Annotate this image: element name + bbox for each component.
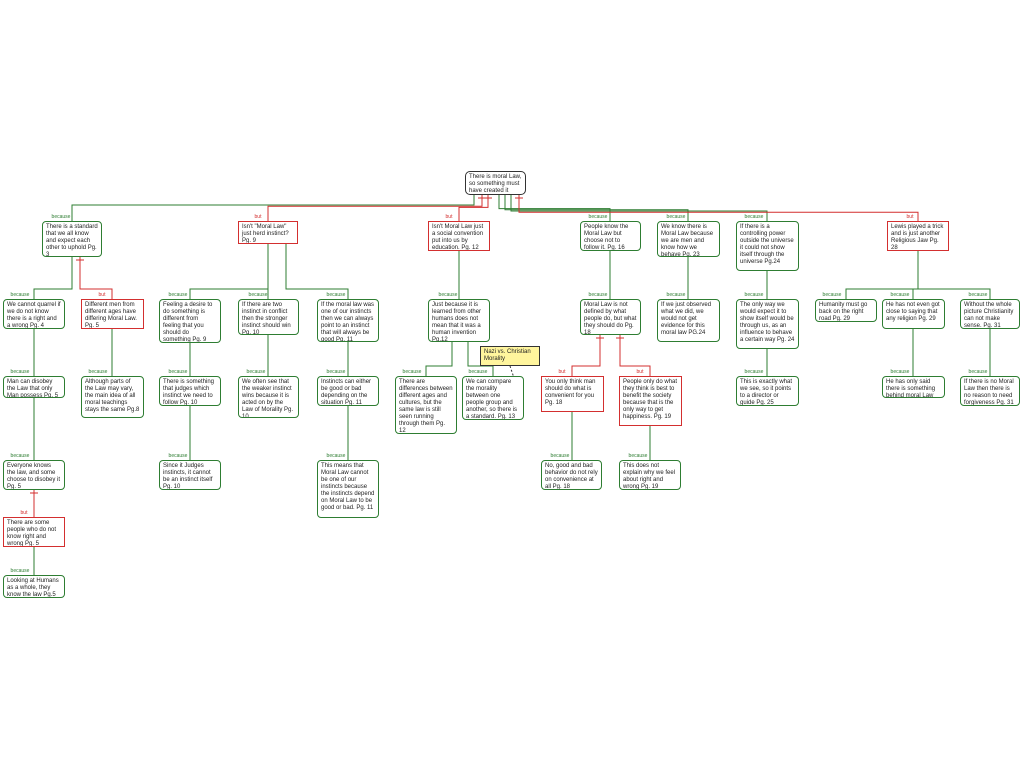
node-different-men[interactable]: Different men from different ages have d… xyxy=(81,299,144,329)
label-because: because xyxy=(890,369,910,375)
label-but: but xyxy=(445,214,453,220)
node-this-means[interactable]: This means that Moral Law cannot be one … xyxy=(317,460,379,518)
label-because: because xyxy=(10,292,30,298)
node-controlling-power[interactable]: If there is a controlling power outside … xyxy=(736,221,799,271)
node-no-good-bad[interactable]: No, good and bad behavior do not rely on… xyxy=(541,460,602,490)
label-because: because xyxy=(588,292,608,298)
connector xyxy=(458,195,489,221)
label-because: because xyxy=(468,369,488,375)
label-because: because xyxy=(168,453,188,459)
node-convenient[interactable]: You only think man should do what is con… xyxy=(541,376,604,412)
node-know-not-follow[interactable]: People know the Moral Law but choose not… xyxy=(580,221,641,251)
node-best-society[interactable]: People only do what they think is best t… xyxy=(619,376,682,426)
connector xyxy=(571,335,601,376)
label-because: because xyxy=(744,214,764,220)
node-exactly-what[interactable]: This is exactly what we see, so it point… xyxy=(736,376,799,406)
node-instincts-either[interactable]: Instincts can either be good or bad depe… xyxy=(317,376,379,406)
node-quarrel[interactable]: We cannot quarrel if we do not know ther… xyxy=(3,299,65,329)
node-standard[interactable]: There is a standard that we all know and… xyxy=(42,221,102,257)
node-not-defined[interactable]: Moral Law is not defined by what people … xyxy=(580,299,641,335)
connector xyxy=(467,342,494,376)
label-but: but xyxy=(636,369,644,375)
label-because: because xyxy=(628,453,648,459)
connector xyxy=(267,195,483,221)
connector xyxy=(504,195,689,221)
connector xyxy=(285,244,349,299)
label-but: but xyxy=(98,292,106,298)
connector xyxy=(518,195,919,221)
connector xyxy=(425,342,453,376)
node-trick[interactable]: Lewis played a trick and is just another… xyxy=(887,221,949,251)
node-not-close[interactable]: He has not even got close to saying that… xyxy=(882,299,945,329)
label-because: because xyxy=(588,214,608,220)
node-root[interactable]: There is moral Law, so something must ha… xyxy=(465,171,526,195)
node-weaker-instinct[interactable]: We often see that the weaker instinct wi… xyxy=(238,376,299,418)
label-but: but xyxy=(254,214,262,220)
connector xyxy=(619,335,651,376)
node-some-people[interactable]: There are some people who do not know ri… xyxy=(3,517,65,547)
label-but: but xyxy=(558,369,566,375)
label-because: because xyxy=(968,292,988,298)
connector xyxy=(71,195,475,221)
label-because: because xyxy=(326,369,346,375)
node-herd-instinct[interactable]: Isn't "Moral Law" just herd instinct?Pg.… xyxy=(238,221,298,244)
connector xyxy=(912,251,919,299)
connector xyxy=(498,195,611,221)
node-something-judges[interactable]: There is something that judges which ins… xyxy=(159,376,221,406)
label-because: because xyxy=(744,369,764,375)
label-because: because xyxy=(168,292,188,298)
node-we-know[interactable]: We know there is Moral Law because we ar… xyxy=(657,221,720,257)
label-because: because xyxy=(968,369,988,375)
connector xyxy=(189,244,269,299)
node-compare-morality[interactable]: We can compare the morality between one … xyxy=(462,376,524,420)
label-but: but xyxy=(20,510,28,516)
label-because: because xyxy=(10,453,30,459)
node-social-convention[interactable]: Isn't Moral Law just a social convention… xyxy=(428,221,490,251)
label-because: because xyxy=(666,214,686,220)
node-only-said[interactable]: He has only said there is something behi… xyxy=(882,376,945,398)
label-because: because xyxy=(246,369,266,375)
node-no-moral-law[interactable]: If there is no Moral Law then there is n… xyxy=(960,376,1020,406)
label-because: because xyxy=(890,292,910,298)
node-looking-at-humans[interactable]: Looking at Humans as a whole, they know … xyxy=(3,575,65,598)
node-just-because[interactable]: Just because it is learned from other hu… xyxy=(428,299,490,342)
node-humanity[interactable]: Humanity must go back on the right road … xyxy=(815,299,877,322)
label-because: because xyxy=(248,292,268,298)
node-just-observed[interactable]: If we just observed what we did, we woul… xyxy=(657,299,720,342)
node-since-it-judges[interactable]: Since it Judges instincts, it cannot be … xyxy=(159,460,221,490)
connector xyxy=(510,195,768,221)
label-because: because xyxy=(326,292,346,298)
label-because: because xyxy=(51,214,71,220)
node-only-way[interactable]: The only way we would expect it to show … xyxy=(736,299,799,349)
label-because: because xyxy=(10,369,30,375)
label-but: but xyxy=(906,214,914,220)
label-because: because xyxy=(326,453,346,459)
label-because: because xyxy=(550,453,570,459)
label-because: because xyxy=(88,369,108,375)
node-differences[interactable]: There are differences between different … xyxy=(395,376,457,434)
label-because: because xyxy=(438,292,458,298)
label-because: because xyxy=(402,369,422,375)
label-because: because xyxy=(666,292,686,298)
label-because: because xyxy=(10,568,30,574)
node-disobey[interactable]: Man can disobey the Law that only Man po… xyxy=(3,376,65,398)
connector xyxy=(79,257,113,299)
node-although[interactable]: Although parts of the Law may vary, the … xyxy=(81,376,144,418)
node-if-moral-instinct[interactable]: If the moral law was one of our instinct… xyxy=(317,299,379,342)
node-feeling-desire[interactable]: Feeling a desire to do something is diff… xyxy=(159,299,221,343)
label-because: because xyxy=(822,292,842,298)
connector xyxy=(917,251,991,299)
node-everyone-knows[interactable]: Everyone knows the law, and some choose … xyxy=(3,460,65,490)
note-nazi-christian[interactable]: Nazi vs. Christian Morality xyxy=(480,346,540,366)
node-does-not-explain[interactable]: This does not explain why we feel about … xyxy=(619,460,681,490)
label-because: because xyxy=(744,292,764,298)
connector xyxy=(33,257,73,299)
node-two-instinct[interactable]: If there are two instinct in conflict th… xyxy=(238,299,299,335)
node-without-picture[interactable]: Without the whole picture Christianity c… xyxy=(960,299,1020,329)
label-because: because xyxy=(168,369,188,375)
